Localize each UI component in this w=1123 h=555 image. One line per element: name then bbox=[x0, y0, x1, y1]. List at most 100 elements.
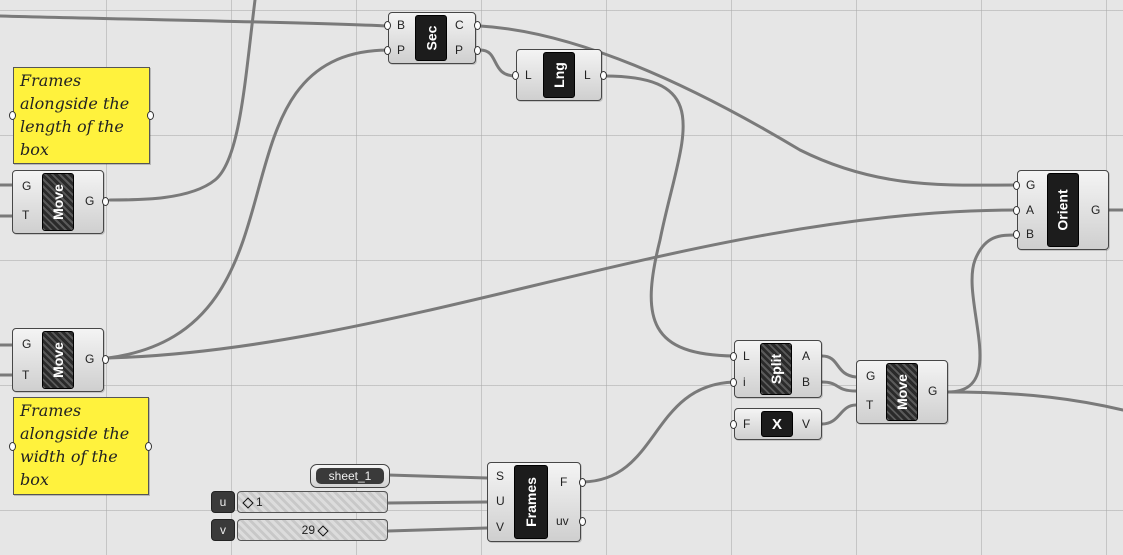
orient-output-g[interactable]: G bbox=[1091, 203, 1101, 217]
slider-v[interactable]: v 29 bbox=[211, 519, 388, 541]
note-line: box bbox=[20, 470, 49, 489]
lng-input-l[interactable]: L bbox=[525, 68, 532, 82]
slider-v-track[interactable]: 29 bbox=[237, 519, 388, 541]
frames-output-uv[interactable]: uv bbox=[556, 514, 569, 528]
input-grip[interactable] bbox=[512, 71, 519, 80]
input-grip[interactable] bbox=[730, 378, 737, 387]
frames-nickname: Frames bbox=[514, 465, 548, 539]
orient-input-a[interactable]: A bbox=[1026, 203, 1035, 217]
move3-input-g[interactable]: G bbox=[866, 369, 876, 383]
move1-output-g[interactable]: G bbox=[85, 194, 95, 208]
wire bbox=[602, 74, 736, 358]
frames-output-f[interactable]: F bbox=[560, 475, 568, 489]
input-grip[interactable] bbox=[730, 352, 737, 361]
input-grip[interactable] bbox=[384, 46, 391, 55]
slider-u-track[interactable]: 1 bbox=[237, 491, 388, 513]
unit-x-component[interactable]: F X V bbox=[730, 408, 822, 440]
wire bbox=[820, 380, 858, 393]
move1-input-t[interactable]: T bbox=[22, 208, 30, 222]
frames-component[interactable]: S U V Frames F uv bbox=[487, 462, 586, 542]
slider-u[interactable]: u 1 bbox=[211, 491, 388, 513]
panel-sheet[interactable]: sheet_1 bbox=[310, 464, 390, 488]
split-input-i[interactable]: i bbox=[743, 375, 746, 389]
move3-input-t[interactable]: T bbox=[866, 398, 874, 412]
move1-nickname: Move bbox=[42, 173, 74, 231]
output-grip[interactable] bbox=[102, 197, 109, 206]
orient-nickname: Orient bbox=[1047, 173, 1079, 247]
note-line: length of the bbox=[20, 117, 124, 136]
slider-v-label: v bbox=[211, 519, 235, 541]
note-line: Frames bbox=[20, 71, 82, 90]
sec-component[interactable]: B P Sec C P bbox=[384, 12, 481, 64]
split-output-a[interactable]: A bbox=[802, 349, 811, 363]
frames-input-v[interactable]: V bbox=[496, 520, 505, 534]
panel-value: sheet_1 bbox=[316, 468, 384, 484]
wire bbox=[106, 208, 1019, 360]
xvec-input-f[interactable]: F bbox=[743, 417, 751, 431]
sec-output-p[interactable]: P bbox=[455, 43, 464, 57]
input-grip[interactable] bbox=[730, 420, 737, 429]
slider-grip-icon[interactable] bbox=[317, 525, 329, 537]
slider-u-label: u bbox=[211, 491, 235, 513]
wire bbox=[581, 380, 736, 484]
wire bbox=[820, 403, 858, 426]
move3-output-g[interactable]: G bbox=[928, 384, 938, 398]
input-grip[interactable] bbox=[384, 21, 391, 30]
input-grip[interactable] bbox=[1013, 230, 1020, 239]
output-grip[interactable] bbox=[474, 21, 481, 30]
output-grip[interactable] bbox=[579, 517, 586, 526]
note-line: box bbox=[20, 140, 49, 159]
split-output-b[interactable]: B bbox=[802, 375, 811, 389]
note-line: Frames bbox=[20, 401, 82, 420]
sec-input-p[interactable]: P bbox=[397, 43, 406, 57]
wire bbox=[946, 390, 1123, 412]
wire bbox=[820, 354, 858, 379]
move-component-1[interactable]: G T Move G bbox=[12, 170, 109, 234]
wire bbox=[386, 526, 489, 533]
xvec-nickname: X bbox=[761, 411, 793, 437]
output-grip[interactable] bbox=[579, 478, 586, 487]
orient-input-g[interactable]: G bbox=[1026, 178, 1036, 192]
move2-input-g[interactable]: G bbox=[22, 337, 32, 351]
slider-v-value: 29 bbox=[301, 523, 315, 537]
note-grip[interactable] bbox=[9, 442, 16, 451]
move-component-2[interactable]: G T Move G bbox=[12, 328, 109, 392]
lng-nickname: Lng bbox=[543, 52, 575, 98]
sec-input-b[interactable]: B bbox=[397, 18, 406, 32]
wire bbox=[386, 500, 489, 505]
move1-input-g[interactable]: G bbox=[22, 179, 32, 193]
wire bbox=[946, 233, 1019, 394]
orient-component[interactable]: G A B Orient G bbox=[1013, 170, 1109, 250]
output-grip[interactable] bbox=[474, 46, 481, 55]
lng-output-l[interactable]: L bbox=[584, 68, 591, 82]
sec-output-c[interactable]: C bbox=[455, 18, 464, 32]
input-grip[interactable] bbox=[1013, 206, 1020, 215]
output-grip[interactable] bbox=[102, 355, 109, 364]
note-grip[interactable] bbox=[145, 442, 152, 451]
xvec-output-v[interactable]: V bbox=[802, 417, 811, 431]
note-line: alongside the bbox=[20, 424, 130, 443]
note-width[interactable]: Frames alongside the width of the box bbox=[13, 397, 149, 495]
note-line: alongside the bbox=[20, 94, 130, 113]
move2-input-t[interactable]: T bbox=[22, 368, 30, 382]
note-grip[interactable] bbox=[9, 111, 16, 120]
orient-input-b[interactable]: B bbox=[1026, 227, 1035, 241]
output-grip[interactable] bbox=[600, 71, 607, 80]
move-component-3[interactable]: G T Move G bbox=[856, 360, 948, 424]
split-input-l[interactable]: L bbox=[743, 349, 750, 363]
split-component[interactable]: L i Split A B bbox=[730, 340, 822, 398]
sec-nickname: Sec bbox=[415, 15, 447, 61]
lng-component[interactable]: L Lng L bbox=[512, 49, 607, 101]
move2-output-g[interactable]: G bbox=[85, 352, 95, 366]
wire bbox=[106, 48, 390, 360]
slider-grip-icon[interactable] bbox=[242, 497, 254, 509]
frames-input-s[interactable]: S bbox=[496, 469, 505, 483]
input-grip[interactable] bbox=[1013, 181, 1020, 190]
note-grip[interactable] bbox=[147, 111, 154, 120]
move2-nickname: Move bbox=[42, 331, 74, 389]
wire bbox=[478, 48, 518, 78]
frames-input-u[interactable]: U bbox=[496, 494, 505, 508]
note-length[interactable]: Frames alongside the length of the box bbox=[13, 67, 150, 164]
split-nickname: Split bbox=[760, 343, 792, 395]
